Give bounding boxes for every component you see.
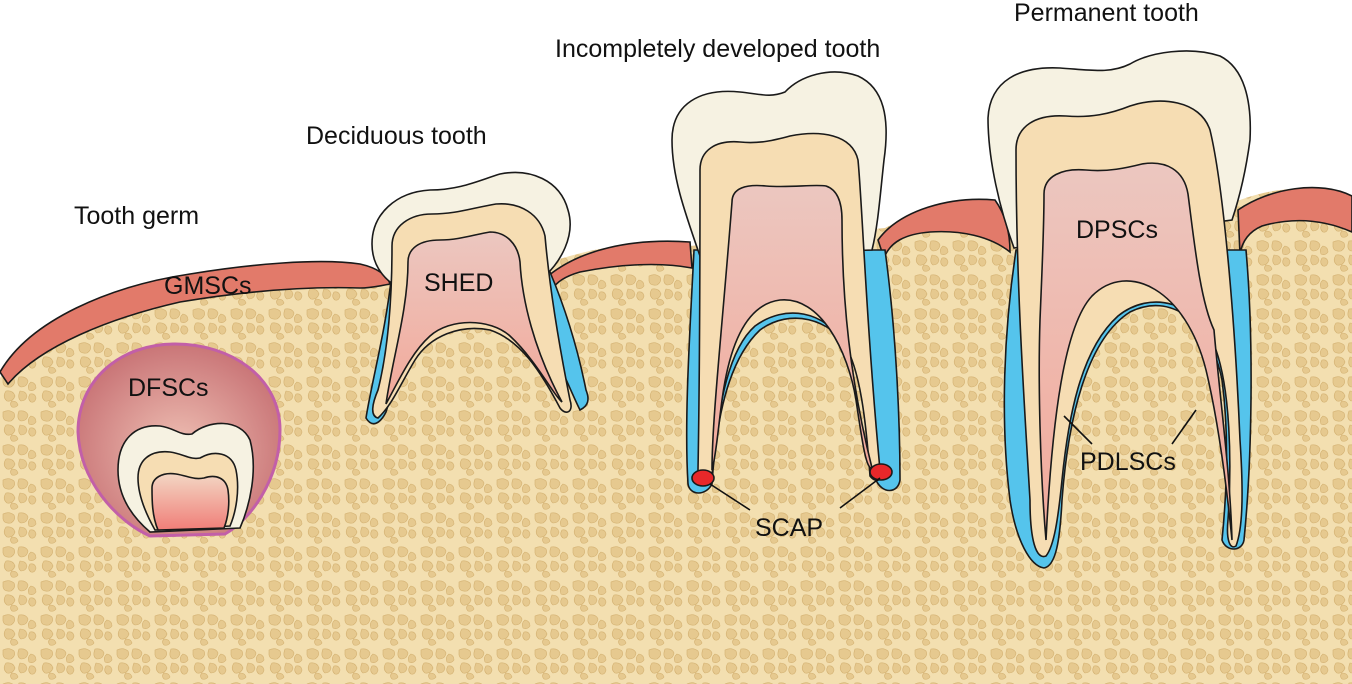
germ-pulp <box>151 472 230 531</box>
label-dpscs: DPSCs <box>1076 216 1158 244</box>
label-tooth-germ: Tooth germ <box>74 202 199 230</box>
label-incompletely-developed-tooth: Incompletely developed tooth <box>555 35 880 63</box>
scap-leader-right <box>839 477 881 509</box>
gingiva-segment <box>877 198 1011 261</box>
gingiva-segment <box>547 240 693 293</box>
label-scap: SCAP <box>755 514 823 542</box>
permanent-tooth <box>987 50 1252 569</box>
pdlscs-leader-right <box>1171 409 1197 445</box>
gingiva-segment <box>1237 186 1352 255</box>
tooth-germ <box>76 342 282 538</box>
pdlscs-leader-left <box>1063 415 1093 445</box>
incompletely-developed-tooth <box>671 71 901 494</box>
label-pdlscs: PDLSCs <box>1080 448 1176 476</box>
label-gmscs: GMSCs <box>164 272 252 300</box>
label-dfscs: DFSCs <box>128 374 209 402</box>
permanent-pulp <box>1038 162 1233 541</box>
deciduous-tooth <box>365 171 589 425</box>
deciduous-pulp <box>385 231 563 405</box>
label-deciduous-tooth: Deciduous tooth <box>306 122 487 150</box>
label-shed: SHED <box>424 269 493 297</box>
immature-pulp <box>711 184 873 471</box>
apical-papilla-right <box>869 463 893 481</box>
apical-papilla-left <box>691 469 715 487</box>
scap-leader-left <box>709 483 751 511</box>
label-permanent-tooth: Permanent tooth <box>1014 0 1199 27</box>
